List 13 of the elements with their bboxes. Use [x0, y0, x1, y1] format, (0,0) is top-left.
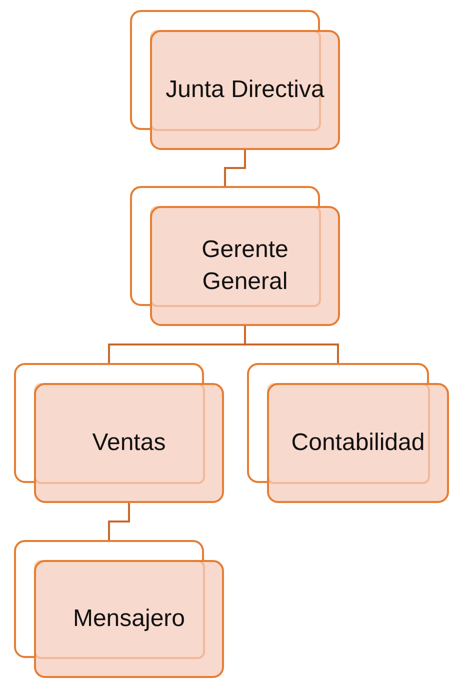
org-chart-box: [130, 10, 340, 150]
connector-line: [108, 503, 130, 540]
connector-line: [224, 150, 246, 186]
box-label: Contabilidad: [291, 428, 425, 458]
connector-line: [244, 326, 339, 363]
org-chart-box: [130, 186, 340, 326]
org-chart-box: [247, 363, 449, 503]
org-chart-box: [14, 363, 224, 503]
org-chart-box: [14, 540, 224, 678]
box-label: Ventas: [92, 428, 166, 458]
box-label: Mensajero: [72, 604, 186, 634]
box-label: Gerente General: [200, 234, 290, 297]
box-label: Junta Directiva: [166, 74, 324, 105]
